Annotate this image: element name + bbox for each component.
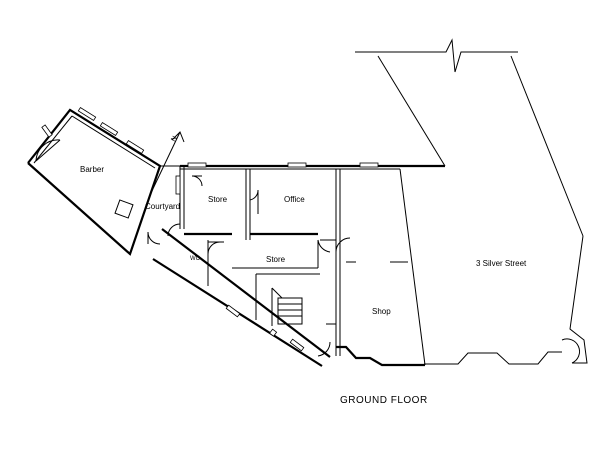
drawing-title: GROUND FLOOR [340, 395, 428, 406]
room-label-office: Office [284, 195, 305, 204]
room-label-store-lower: Store [266, 255, 286, 264]
room-label-shop: Shop [372, 307, 391, 316]
barber-block [27, 106, 162, 256]
room-label-barber: Barber [80, 165, 104, 174]
courtyard [149, 131, 185, 237]
room-label-courtyard: Courtyard [145, 202, 180, 211]
interior-walls [184, 169, 408, 357]
north-marker: N [170, 135, 179, 143]
room-label-neighbour: 3 Silver Street [476, 259, 527, 268]
room-label-wc: WC [190, 256, 201, 262]
neighbour-outline [355, 38, 588, 365]
room-label-store-upper: Store [208, 195, 228, 204]
windows [175, 162, 379, 352]
